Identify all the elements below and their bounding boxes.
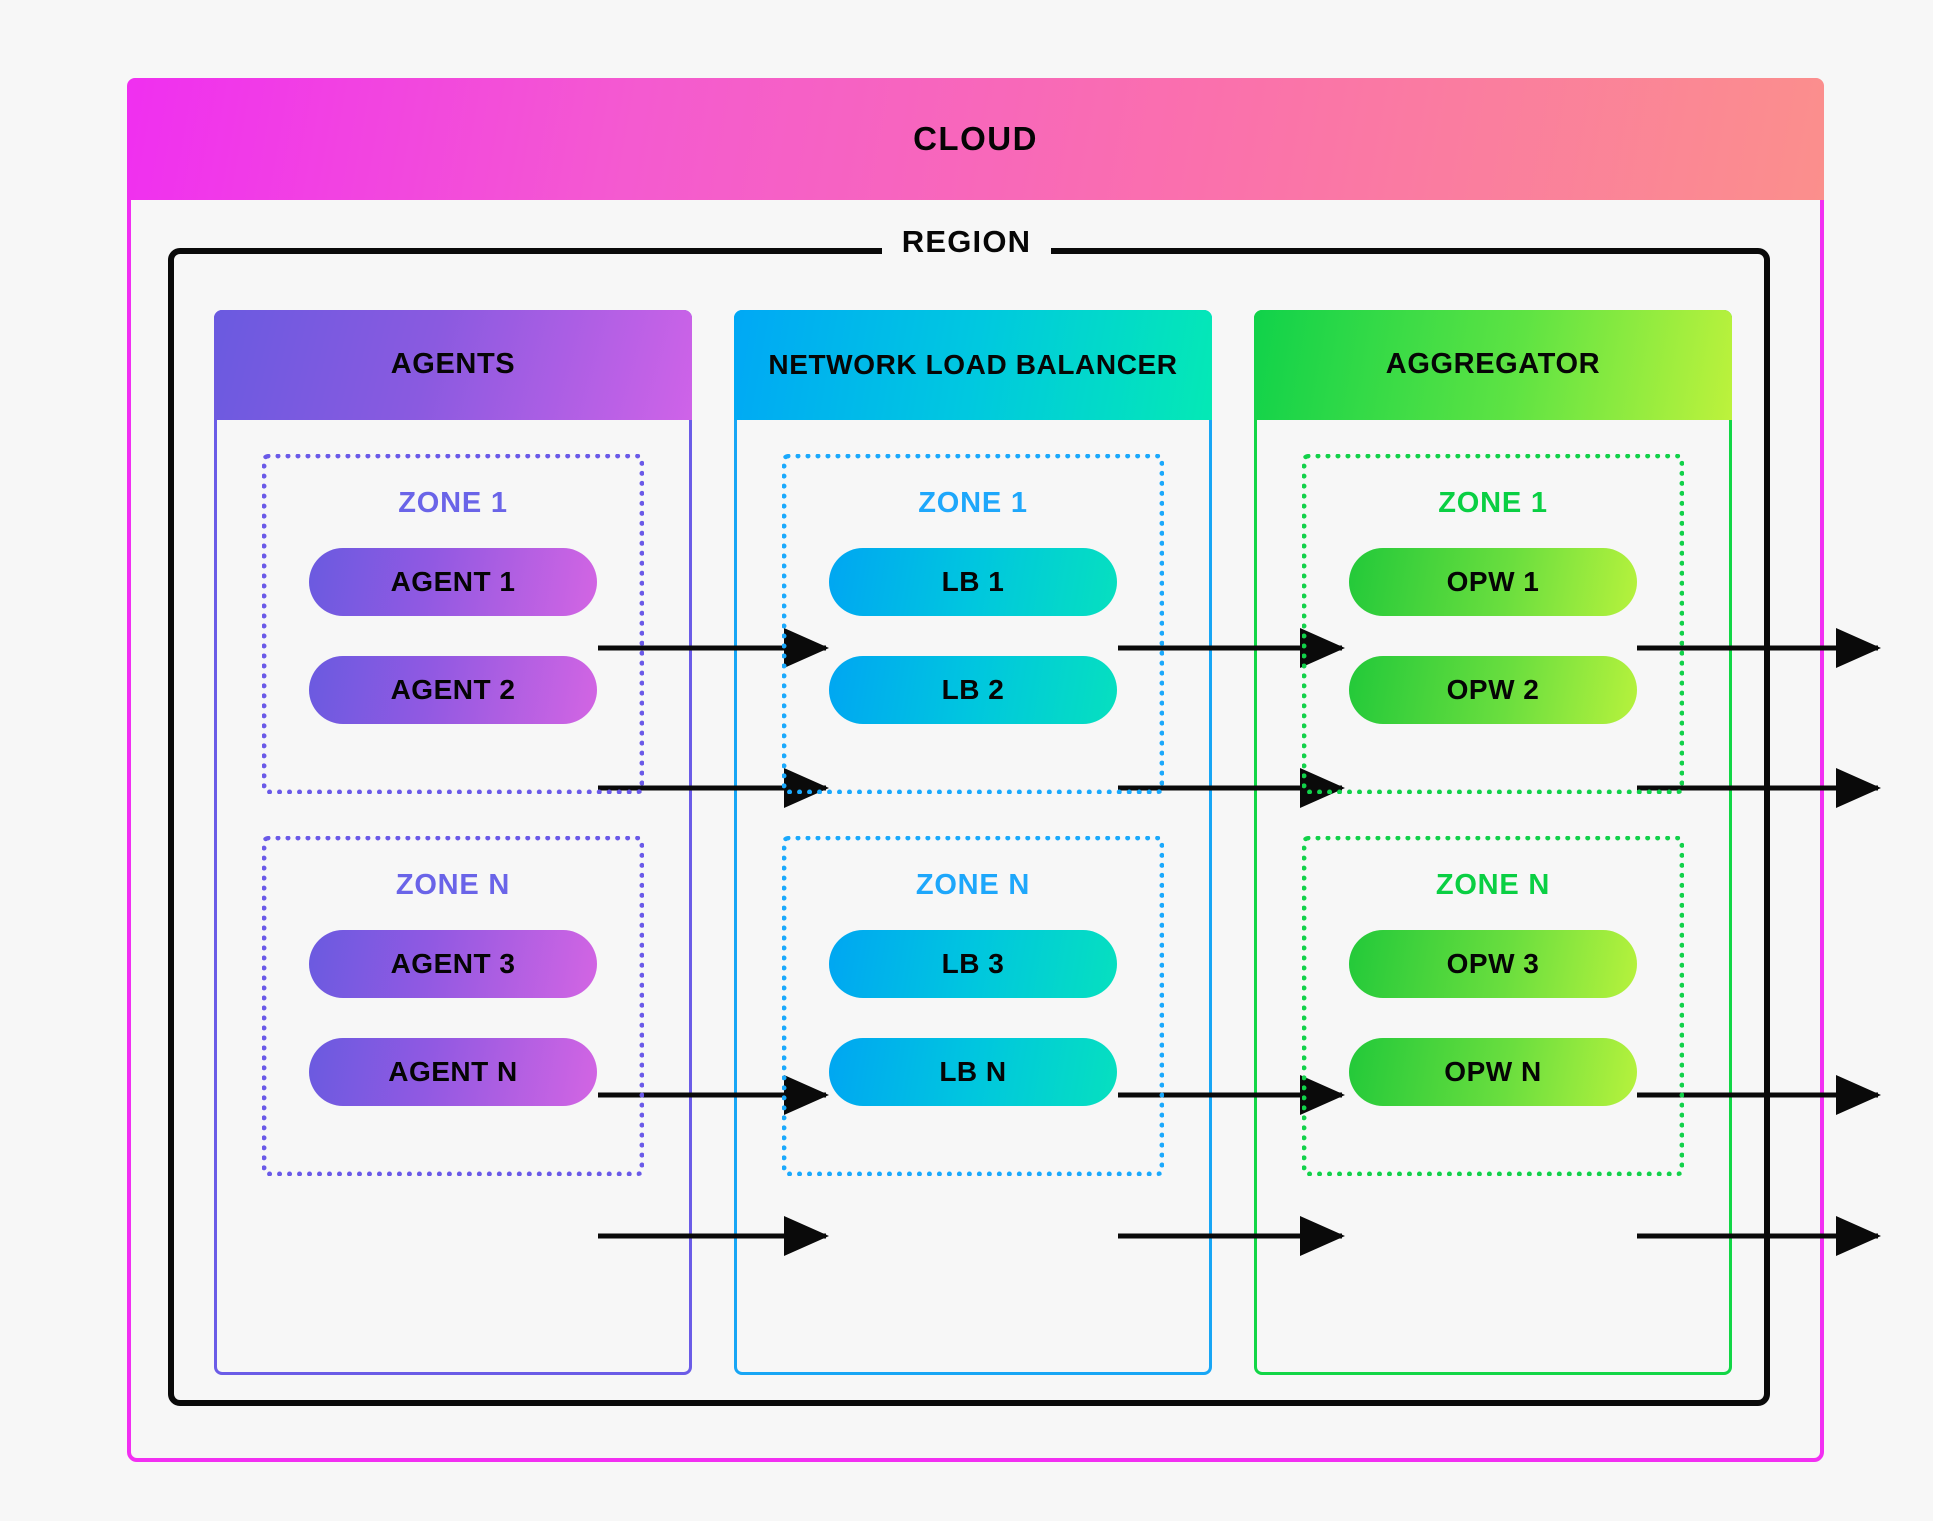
node-opw-3[interactable]: OPW 3 [1349,930,1637,998]
node-agent-2[interactable]: AGENT 2 [309,656,597,724]
column-nlb-title: NETWORK LOAD BALANCER [768,349,1178,381]
zone-title: ZONE N [1435,869,1551,901]
zone-box: ZONE N LB 3 LB N [782,836,1164,1176]
cloud-title: CLOUD [913,120,1038,157]
zone-box: ZONE N AGENT 3 AGENT N [262,836,644,1176]
column-agents-title: AGENTS [390,348,516,381]
node-lb-n[interactable]: LB N [829,1038,1117,1106]
zone-nodes: LB 3 LB N [787,930,1159,1106]
zone-title: ZONE N [915,869,1031,901]
node-opw-1[interactable]: OPW 1 [1349,548,1637,616]
zone-title: ZONE N [395,869,511,901]
node-lb-3[interactable]: LB 3 [829,930,1117,998]
zone-title: ZONE 1 [398,487,508,519]
column-nlb-zones: ZONE 1 LB 1 LB 2 ZONE N LB 3 LB N [734,420,1212,1176]
zone-nodes: AGENT 1 AGENT 2 [267,548,639,724]
zone-box: ZONE 1 LB 1 LB 2 [782,454,1164,794]
zone-nodes: AGENT 3 AGENT N [267,930,639,1106]
column-agents-zones: ZONE 1 AGENT 1 AGENT 2 ZONE N AGENT 3 AG… [214,420,692,1176]
cloud-header: CLOUD [127,78,1824,200]
node-lb-2[interactable]: LB 2 [829,656,1117,724]
column-aggregator-header: AGGREGATOR [1254,310,1732,420]
zone-title: ZONE 1 [1438,487,1548,519]
node-opw-2[interactable]: OPW 2 [1349,656,1637,724]
zone-box: ZONE 1 AGENT 1 AGENT 2 [262,454,644,794]
zone-title: ZONE 1 [918,487,1028,519]
column-agents-header: AGENTS [214,310,692,420]
zone-box: ZONE N OPW 3 OPW N [1302,836,1684,1176]
node-agent-n[interactable]: AGENT N [309,1038,597,1106]
zone-box: ZONE 1 OPW 1 OPW 2 [1302,454,1684,794]
columns-container: AGENTS ZONE 1 AGENT 1 AGENT 2 ZONE N AGE… [214,310,1732,1375]
node-agent-3[interactable]: AGENT 3 [309,930,597,998]
zone-nodes: OPW 3 OPW N [1307,930,1679,1106]
column-aggregator-title: AGGREGATOR [1385,348,1601,381]
column-aggregator-zones: ZONE 1 OPW 1 OPW 2 ZONE N OPW 3 OPW N [1254,420,1732,1176]
column-network-load-balancer: NETWORK LOAD BALANCER ZONE 1 LB 1 LB 2 Z… [734,310,1212,1375]
column-nlb-header: NETWORK LOAD BALANCER [734,310,1212,420]
column-aggregator: AGGREGATOR ZONE 1 OPW 1 OPW 2 ZONE N OPW… [1254,310,1732,1375]
zone-nodes: LB 1 LB 2 [787,548,1159,724]
column-agents: AGENTS ZONE 1 AGENT 1 AGENT 2 ZONE N AGE… [214,310,692,1375]
node-agent-1[interactable]: AGENT 1 [309,548,597,616]
node-opw-n[interactable]: OPW N [1349,1038,1637,1106]
node-lb-1[interactable]: LB 1 [829,548,1117,616]
zone-nodes: OPW 1 OPW 2 [1307,548,1679,724]
